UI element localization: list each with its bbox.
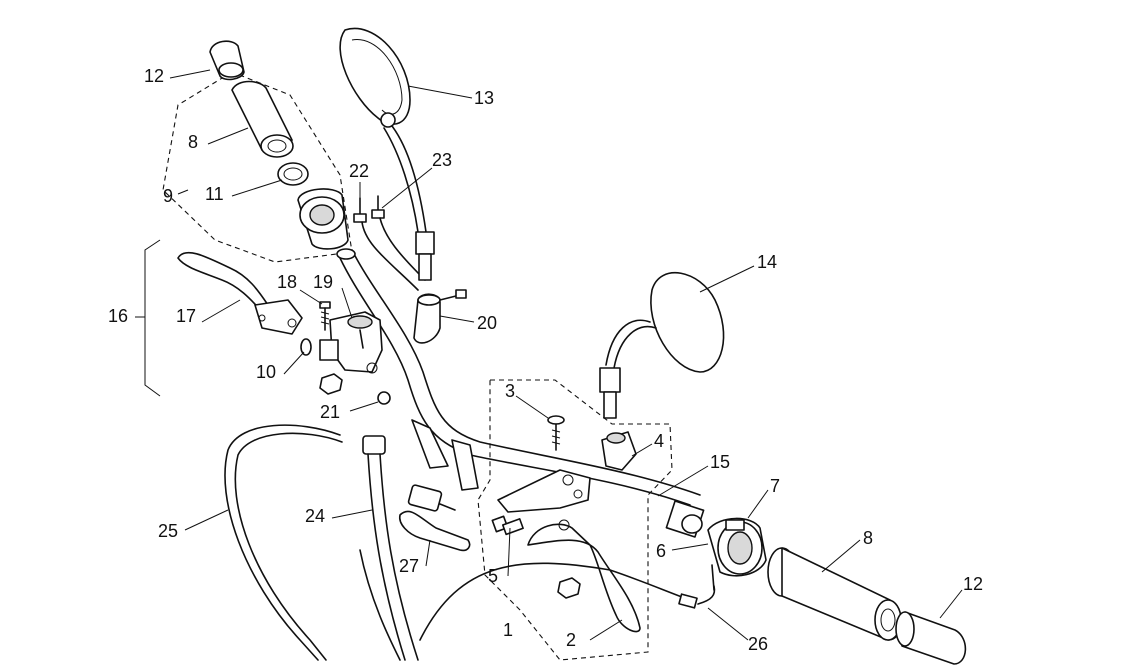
leader-lines [135,69,963,641]
callout-7: 7 [770,476,780,496]
callout-12-right: 12 [963,574,983,594]
grip-left [231,80,294,158]
callout-10: 10 [256,362,276,382]
callout-27: 27 [399,556,419,576]
callout-18: 18 [277,272,297,292]
callout-6: 6 [656,541,666,561]
bracket-16 [144,239,161,397]
callout-19: 19 [313,272,333,292]
adjuster-5 [491,515,524,536]
screw-3 [547,415,565,451]
callout-20: 20 [477,313,497,333]
screw-23 [371,195,385,219]
callouts: 12 8 9 11 13 22 23 16 17 18 19 20 10 21 … [108,66,983,654]
lever-bracket [497,469,591,513]
connector-24 [407,484,456,512]
callout-11: 11 [205,184,224,204]
callout-5: 5 [488,566,498,586]
callout-2: 2 [566,630,576,650]
handlebar [336,248,705,538]
pin-10 [300,338,312,356]
clamp-4 [601,431,637,471]
callout-26: 26 [748,634,768,654]
nut-right [557,577,581,599]
callout-15: 15 [710,452,730,472]
clutch-lever-left [177,251,303,335]
callout-13: 13 [474,88,494,108]
callout-8-right: 8 [863,528,873,548]
cable-24 [359,435,419,661]
callout-17: 17 [176,306,196,326]
callout-12-left: 12 [144,66,164,86]
callout-21: 21 [320,402,340,422]
switch-housing-right [707,517,767,591]
master-cylinder-19 [319,311,383,374]
callout-23: 23 [432,150,452,170]
callout-1: 1 [503,620,513,640]
nut-left [319,373,343,395]
ball-21 [377,391,391,405]
grip-end-cap-left [209,40,245,81]
cable-26 [419,562,716,641]
throttle-housing [297,188,349,250]
bracket-27 [398,510,471,552]
ring-11 [277,162,309,186]
callout-16: 16 [108,306,128,326]
callout-22: 22 [349,161,369,181]
callout-9: 9 [163,186,173,206]
callout-3: 3 [505,381,515,401]
callout-25: 25 [158,521,178,541]
screw-18 [319,301,331,331]
group-outline-left-grip [162,71,353,263]
callout-4: 4 [654,431,664,451]
callout-24: 24 [305,506,325,526]
grip-right [767,547,902,641]
callout-8-left: 8 [188,132,198,152]
screw-22 [353,197,367,223]
cable-25 [224,424,343,661]
mirror-left [339,27,435,281]
callout-14: 14 [757,252,777,272]
clamp-20 [413,289,467,344]
grip-end-cap-right [895,611,967,665]
group-outline-lever-assembly [477,379,673,661]
mirror-right [599,272,725,419]
brake-lever-right [527,519,641,633]
